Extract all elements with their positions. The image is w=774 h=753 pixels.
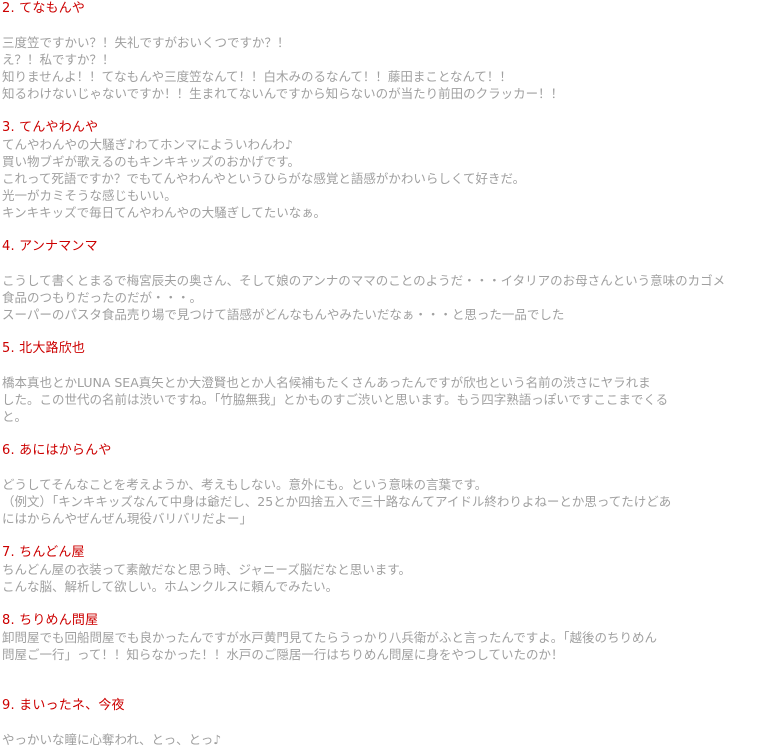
section-heading: 9. まいったネ、今夜 xyxy=(2,698,125,713)
paragraph-line: 知りませんよ！！てなもんや三度笠なんて！！白木みのるなんて！！藤田まことなんて！… xyxy=(2,69,512,84)
section-heading: 2. てなもんや xyxy=(2,1,86,16)
section-heading: 5. 北大路欣也 xyxy=(2,341,86,356)
paragraph-line: ちんどん屋の衣装って素敵だなと思う時、ジャニーズ脳だなと思います。 xyxy=(2,562,412,577)
paragraph-line: 買い物ブギが歌えるのもキンキキッズのおかげです。 xyxy=(2,154,301,169)
section-heading: 8. ちりめん問屋 xyxy=(2,613,99,628)
section-2: 2. てなもんや 三度笠ですかい？！失礼ですがおいくつですか？！ え？！私ですか… xyxy=(2,0,772,119)
paragraph-line: スーパーのパスタ食品売り場で見つけて語感がどんなもんやみたいだなぁ・・・と思った… xyxy=(2,307,565,322)
paragraph-line: と。 xyxy=(2,409,28,424)
paragraph-line: した。この世代の名前は渋いですね。「竹脇無我」とかものすご渋いと思います。もう四… xyxy=(2,392,669,407)
section-paragraph: 橋本真也とかLUNA SEA真矢とか大澄賢也とか人名候補もたくさんあったんですが… xyxy=(2,374,772,425)
section-paragraph: やっかいな瞳に心奪われ、とっ、とっ♪ xyxy=(2,731,772,748)
section-paragraph: 卸問屋でも回船問屋でも良かったんですが水戸黄門見てたらうっかり八兵衛がふと言った… xyxy=(2,629,772,663)
section-paragraph: どうしてそんなことを考えようか、考えもしない。意外にも。という意味の言葉です。 … xyxy=(2,476,772,527)
paragraph-line: 橋本真也とかLUNA SEA真矢とか大澄賢也とか人名候補もたくさんあったんですが… xyxy=(2,375,651,390)
paragraph-line: 問屋ご一行」って！！知らなかった！！水戸のご隠居一行はちりめん問屋に身をやつして… xyxy=(2,647,564,662)
paragraph-line: こんな脳、解析して欲しい。ホムンクルスに頼んでみたい。 xyxy=(2,579,339,594)
section-paragraph: てんやわんやの大騒ぎ♪わてホンマによういわんわ♪ 買い物ブギが歌えるのもキンキキ… xyxy=(2,136,772,221)
section-heading: 6. あにはからんや xyxy=(2,443,112,458)
section-9: 9. まいったネ、今夜 やっかいな瞳に心奪われ、とっ、とっ♪ xyxy=(2,697,772,748)
section-3: 3. てんやわんや てんやわんやの大騒ぎ♪わてホンマによういわんわ♪ 買い物ブギ… xyxy=(2,119,772,238)
paragraph-line: やっかいな瞳に心奪われ、とっ、とっ♪ xyxy=(2,732,222,747)
section-paragraph: ちんどん屋の衣装って素敵だなと思う時、ジャニーズ脳だなと思います。 こんな脳、解… xyxy=(2,561,772,595)
paragraph-line: 三度笠ですかい？！失礼ですがおいくつですか？！ xyxy=(2,35,290,50)
section-heading: 4. アンナマンマ xyxy=(2,239,98,254)
paragraph-line: え？！私ですか？！ xyxy=(2,52,115,67)
paragraph-line: 食品のつもりだったのだが・・・。 xyxy=(2,290,203,305)
section-8: 8. ちりめん問屋 卸問屋でも回船問屋でも良かったんですが水戸黄門見てたらうっか… xyxy=(2,612,772,697)
paragraph-line: どうしてそんなことを考えようか、考えもしない。意外にも。という意味の言葉です。 xyxy=(2,477,488,492)
paragraph-line: 光一がカミそうな感じもいい。 xyxy=(2,188,177,203)
section-heading: 3. てんやわんや xyxy=(2,120,99,135)
section-paragraph: こうして書くとまるで梅宮辰夫の奥さん、そして娘のアンナのママのことのようだ・・・… xyxy=(2,272,772,323)
paragraph-line: こうして書くとまるで梅宮辰夫の奥さん、そして娘のアンナのママのことのようだ・・・… xyxy=(2,273,726,288)
paragraph-line: てんやわんやの大騒ぎ♪わてホンマによういわんわ♪ xyxy=(2,137,293,152)
paragraph-line: 知るわけないじゃないですか！！生まれてないんですから知らないのが当たり前田のクラ… xyxy=(2,86,564,101)
paragraph-line: にはからんやぜんぜん現役バリバリだよー」 xyxy=(2,511,253,526)
paragraph-line: これって死語ですか？でもてんやわんやというひらがな感覚と語感がかわいらしくて好き… xyxy=(2,171,526,186)
section-7: 7. ちんどん屋 ちんどん屋の衣装って素敵だなと思う時、ジャニーズ脳だなと思いま… xyxy=(2,544,772,612)
paragraph-line: キンキキッズで毎日てんやわんやの大騒ぎしてたいなぁ。 xyxy=(2,205,327,220)
section-heading: 7. ちんどん屋 xyxy=(2,545,85,560)
section-5: 5. 北大路欣也 橋本真也とかLUNA SEA真矢とか大澄賢也とか人名候補もたく… xyxy=(2,340,772,442)
paragraph-line: 卸問屋でも回船問屋でも良かったんですが水戸黄門見てたらうっかり八兵衛がふと言った… xyxy=(2,630,658,645)
section-paragraph: 三度笠ですかい？！失礼ですがおいくつですか？！ え？！私ですか？！ 知りませんよ… xyxy=(2,34,772,102)
paragraph-line: （例文）「キンキキッズなんて中身は爺だし、25とか四捨五入で三十路なんてアイドル… xyxy=(2,494,672,509)
section-4: 4. アンナマンマ こうして書くとまるで梅宮辰夫の奥さん、そして娘のアンナのママ… xyxy=(2,238,772,340)
section-6: 6. あにはからんや どうしてそんなことを考えようか、考えもしない。意外にも。と… xyxy=(2,442,772,544)
